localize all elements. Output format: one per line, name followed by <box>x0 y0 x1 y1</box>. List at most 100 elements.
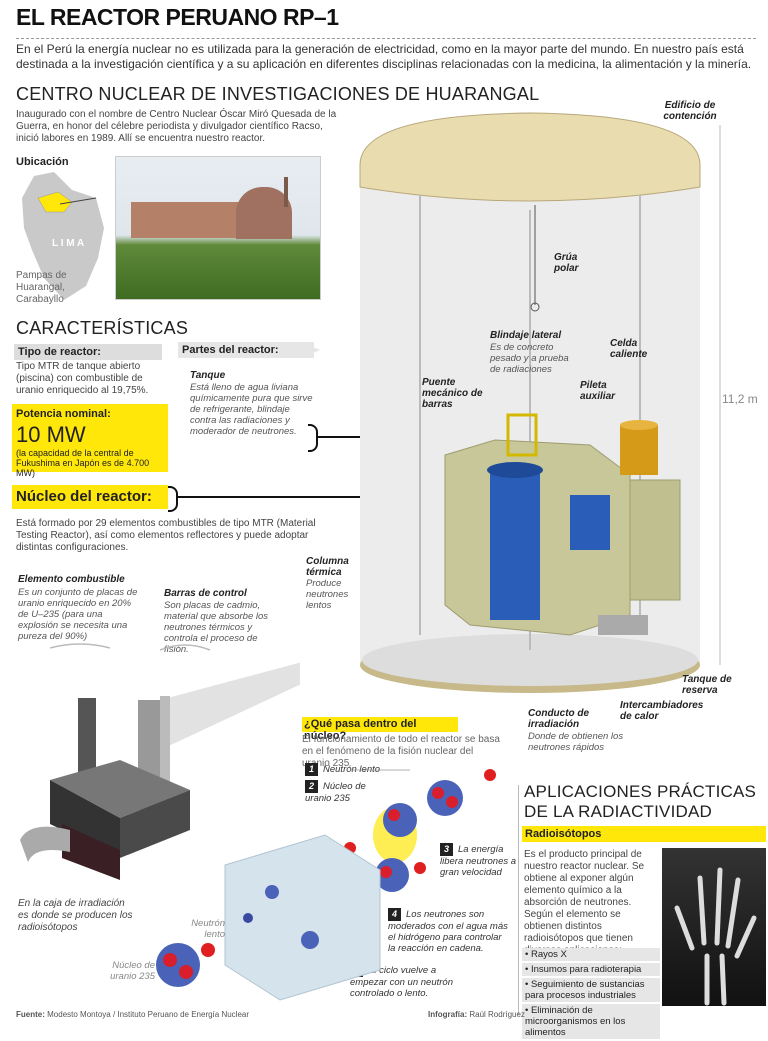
tanque-label: Tanque <box>190 370 226 381</box>
footer-fuente: Fuente: Modesto Montoya / Instituto Peru… <box>16 1010 250 1019</box>
irradiacion-text: En la caja de irradiación es donde se pr… <box>18 898 133 933</box>
core-top <box>487 462 543 478</box>
building-photo <box>115 156 321 300</box>
fast-neutron-2 <box>414 862 426 874</box>
tipo-label: Tipo de reactor: <box>14 344 162 360</box>
nucleo-text: Está formado por 29 elementos combustibl… <box>16 518 316 553</box>
radioisotopos-box: Radioisótopos <box>522 826 766 842</box>
reactor-core-pool <box>490 470 540 620</box>
fuel-base <box>62 824 120 880</box>
label-conducto: Conducto de irradiación <box>528 708 590 730</box>
nucleo-235-label: Núcleo de uranio 235 <box>110 960 155 982</box>
centro-heading: CENTRO NUCLEAR DE INVESTIGACIONES DE HUA… <box>16 84 540 104</box>
fision-heading-box: ¿Qué pasa dentro del núcleo? <box>302 717 458 742</box>
uranium-nucleus <box>427 780 463 816</box>
new-uranium-nucleus <box>156 943 200 987</box>
radioisotopos-label: Radioisótopos <box>525 828 602 840</box>
fuel-box-right <box>120 790 190 858</box>
fission-fragment-1 <box>383 803 417 837</box>
app-item-rayos-x: • Rayos X <box>522 948 660 961</box>
new-uranium-proton-2 <box>179 965 193 979</box>
tanque-brace <box>308 424 318 452</box>
elemento-text: Es un conjunto de placas de uranio enriq… <box>18 587 138 642</box>
label-tanque-reserva: Tanque de reserva <box>682 674 732 696</box>
control-rod-2 <box>160 696 170 806</box>
irradiation-pipe <box>20 826 70 862</box>
height-label: 11,2 m <box>722 392 758 406</box>
elemento-label: Elemento combustible <box>18 574 125 585</box>
centro-text: Inaugurado con el nombre de Centro Nucle… <box>16 109 337 144</box>
auxiliary-pool <box>570 495 610 550</box>
app-item-radioterapia: • Insumos para radioterapia <box>522 963 660 976</box>
fuel-element-illustration <box>20 643 300 880</box>
ubicacion-place: Pampas de Huarangal, Carabayllo <box>16 270 67 305</box>
reactor-illustration <box>359 112 721 693</box>
map-pointer <box>59 197 97 205</box>
label-columna: Columna térmica <box>306 556 349 578</box>
potencia-note: (la capacidad de la central de Fukushima… <box>16 448 150 478</box>
fision-text: El funcionamiento de todo el reactor se … <box>302 734 500 769</box>
partes-label: Partes del reactor: <box>178 342 314 358</box>
caracteristicas-heading: CARACTERÍSTICAS <box>16 318 189 338</box>
label-pileta: Pileta auxiliar <box>580 380 616 402</box>
label-columna-sub: Produce neutrones lentos <box>306 578 349 611</box>
nucleo-leader <box>178 496 484 498</box>
ubicacion-label: Ubicación <box>16 156 69 168</box>
page-title: EL REACTOR PERUANO RP–1 <box>16 4 339 30</box>
label-blindaje-sub: Es de concreto pesado y a prueba de radi… <box>490 342 569 375</box>
aplicaciones-list: • Rayos X • Insumos para radioterapia • … <box>522 948 660 1041</box>
callout-wedge <box>160 662 300 750</box>
potencia-box: Potencia nominal: 10 MW (la capacidad de… <box>12 404 168 478</box>
aplicaciones-heading: APLICACIONES PRÁCTICAS DE LA RADIACTIVID… <box>524 782 757 821</box>
nucleo-brace <box>168 486 178 512</box>
label-blindaje: Blindaje lateral <box>490 330 562 341</box>
aplicaciones-divider <box>518 785 519 1015</box>
label-puente: Puente mecánico de barras <box>422 377 483 410</box>
hot-cell-tank <box>620 425 658 475</box>
xray-hand-image <box>662 848 766 1006</box>
controlled-neutron <box>201 943 215 957</box>
cube-particle-1 <box>265 885 279 899</box>
lima-label: L I M A <box>52 238 85 249</box>
uranium-proton-1 <box>432 787 444 799</box>
hot-cell-top <box>620 420 658 430</box>
aplicaciones-text: Es el producto principal de nuestro reac… <box>524 849 645 956</box>
barras-text: Son placas de cadmio, material que absor… <box>164 600 269 655</box>
reactor-dome-photo <box>236 187 292 239</box>
app-item-industria: • Seguimiento de sustancias para proceso… <box>522 978 660 1002</box>
heat-exchanger <box>598 615 648 635</box>
label-edificio: Edificio de contención <box>663 100 717 122</box>
peru-map <box>22 172 104 300</box>
barras-bracket <box>159 644 211 651</box>
intro-text: En el Perú la energía nuclear no es util… <box>16 42 752 71</box>
hand-bones-icon <box>674 867 757 1006</box>
fission-fragment-2 <box>375 858 409 892</box>
label-intercambiadores: Intercambiadores de calor <box>620 700 704 722</box>
moderator-cube <box>224 834 381 1001</box>
fision-heading: ¿Qué pasa dentro del núcleo? <box>304 718 417 742</box>
elemento-bracket <box>49 643 111 649</box>
neutron-slow <box>484 769 496 781</box>
arrow-right-icon <box>302 342 320 358</box>
label-grua: Grúa polar <box>554 252 579 274</box>
label-celda: Celda caliente <box>610 338 648 360</box>
fragment-proton <box>388 809 400 821</box>
tanque-text: Está lleno de agua liviana químicamente … <box>190 382 313 437</box>
lima-region <box>37 191 73 213</box>
nucleo-heading: Núcleo del reactor: <box>16 488 152 505</box>
crane-hook <box>530 302 540 312</box>
label-conducto-sub: Donde de obtienen los neutrones rápidos <box>528 731 624 753</box>
fuel-plate-left <box>78 698 96 788</box>
cube-particle-2 <box>301 931 319 949</box>
building-wing <box>131 202 251 238</box>
new-uranium-proton <box>163 953 177 967</box>
footer-infografia: Infografía: Raúl Rodríguez <box>428 1010 525 1019</box>
chimney <box>284 177 288 207</box>
containment-dome <box>359 112 701 202</box>
uranium-proton-2 <box>446 796 458 808</box>
tipo-text: Tipo MTR de tanque abierto (piscina) con… <box>16 361 149 396</box>
